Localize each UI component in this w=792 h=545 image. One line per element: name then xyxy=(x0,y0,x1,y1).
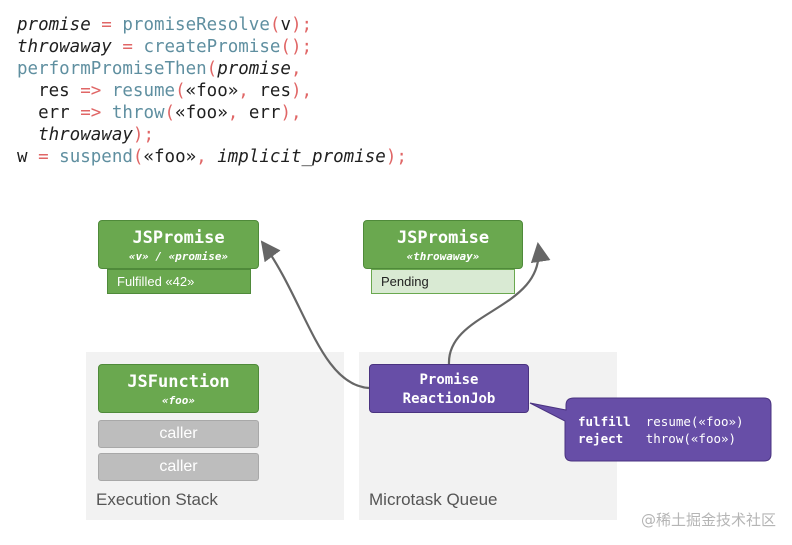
code-line-3: performPromiseThen(promise, xyxy=(17,59,302,79)
watermark: @稀土掘金技术社区 xyxy=(640,511,776,529)
code-line-5: err => throw(«foo», err), xyxy=(38,103,302,123)
execution-stack-label: Execution Stack xyxy=(96,490,218,509)
jsfunction-box: JSFunction «foo» xyxy=(98,364,259,413)
promise-resolved-subtitle: «v» / «promise» xyxy=(128,250,229,263)
caller-frame-2: caller xyxy=(98,453,259,481)
promise-box-throwaway: JSPromise «throwaway» xyxy=(363,220,523,269)
arrow-to-throwaway-promise xyxy=(447,242,551,365)
promise-resolved-title: JSPromise xyxy=(132,228,225,248)
reaction-job-line-1: Promise xyxy=(419,372,479,388)
promise-throwaway-subtitle: «throwaway» xyxy=(406,250,480,263)
code-snippet: promise = promiseResolve(v);throwaway = … xyxy=(17,14,407,168)
reaction-details-text: fulfill resume(«foo») reject throw(«foo»… xyxy=(578,413,744,447)
code-line-2: throwaway = createPromise(); xyxy=(17,37,313,57)
promise-reaction-job: Promise ReactionJob xyxy=(369,364,529,413)
promise-state-pending: Pending xyxy=(371,269,515,294)
promise-box-resolved: JSPromise «v» / «promise» xyxy=(98,220,259,269)
reject-key: reject xyxy=(578,431,624,446)
fulfill-key: fulfill xyxy=(578,414,631,429)
jsfunction-subtitle: «foo» xyxy=(161,394,196,407)
code-line-1: promise = promiseResolve(v); xyxy=(17,15,313,35)
reaction-details-bubble xyxy=(529,397,772,462)
promise-state-fulfilled: Fulfilled «42» xyxy=(107,269,251,294)
promise-throwaway-title: JSPromise xyxy=(396,228,490,248)
code-line-6: throwaway); xyxy=(38,125,154,145)
caller-frame-1: caller xyxy=(98,420,259,448)
jsfunction-title: JSFunction xyxy=(127,372,230,392)
reject-value: throw(«foo») xyxy=(645,431,737,446)
reaction-job-line-2: ReactionJob xyxy=(402,391,496,407)
microtask-queue-label: Microtask Queue xyxy=(369,490,498,509)
arrow-to-resolved-promise xyxy=(260,240,370,390)
fulfill-value: resume(«foo») xyxy=(645,414,744,429)
code-line-7: w = suspend(«foo», implicit_promise); xyxy=(17,147,407,167)
code-line-4: res => resume(«foo», res), xyxy=(38,81,313,101)
